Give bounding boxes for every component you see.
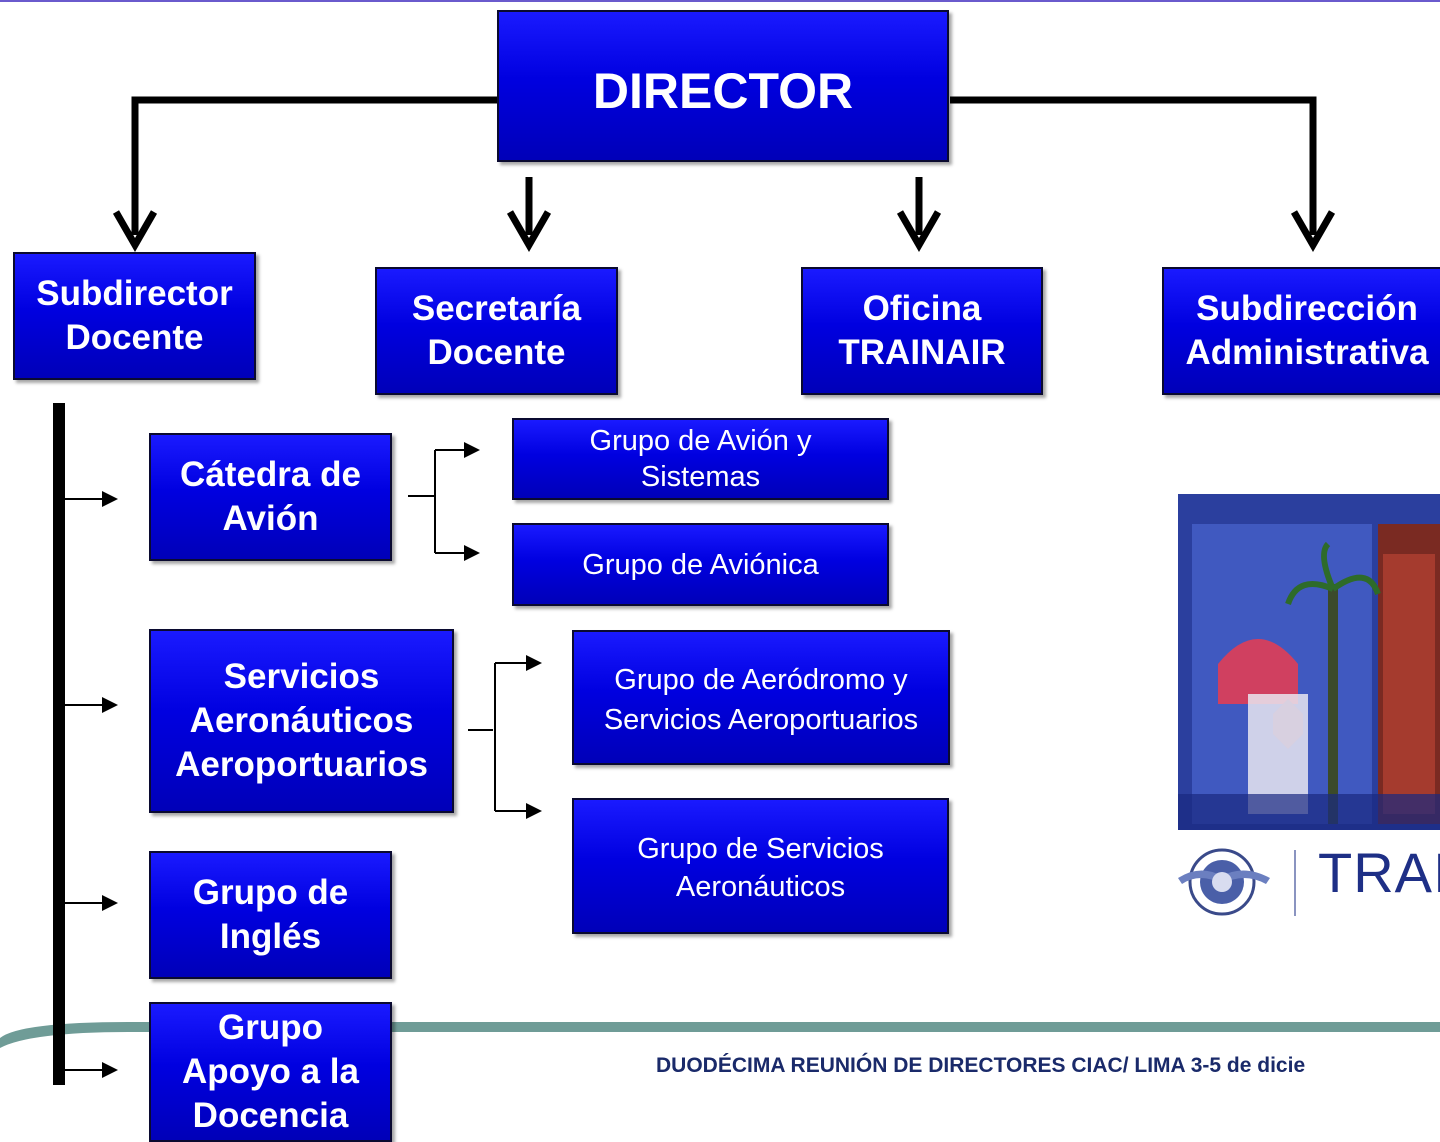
subdireccion-administrativa-box: Subdirección Administrativa (1162, 267, 1440, 395)
bracket-servicios (468, 655, 542, 819)
oficina-trainair-label: Oficina TRAINAIR (838, 289, 1006, 372)
top-border-line (0, 0, 1440, 2)
grupo-avionica-label: Grupo de Aviónica (582, 548, 819, 581)
catedra-avion-label: Cátedra de Avión (180, 455, 361, 538)
secretaria-docente-box: Secretaría Docente (375, 267, 618, 395)
director-box: DIRECTOR (497, 10, 949, 162)
servicios-aeronauticos-box: Servicios Aeronáuticos Aeroportuarios (149, 629, 454, 813)
trainair-logo-text: TRAI (1318, 841, 1440, 904)
spine-arrows (65, 491, 118, 1078)
grupo-servicios-aeronauticos-label: Grupo de Servicios Aeronáuticos (637, 833, 884, 903)
grupo-aerodromo-label: Grupo de Aeródromo y Servicios Aeroportu… (603, 664, 919, 736)
grupo-ingles-label: Grupo de Inglés (192, 873, 349, 956)
icao-emblem-icon (1178, 848, 1270, 916)
grupo-aerodromo-box: Grupo de Aeródromo y Servicios Aeroportu… (572, 630, 950, 765)
grupo-avion-sistemas-label: Grupo de Avión y Sistemas (589, 425, 812, 493)
catedra-avion-box: Cátedra de Avión (149, 433, 392, 561)
brand-divider (1294, 850, 1296, 916)
arrow-heads (112, 210, 1336, 253)
subdirector-docente-label: Subdirector Docente (36, 274, 233, 357)
right-branch-line (950, 96, 1317, 235)
grupo-apoyo-docencia-label: Grupo Apoyo a la Docencia (182, 1008, 359, 1135)
servicios-aeronauticos-label: Servicios Aeronáuticos Aeroportuarios (175, 657, 428, 784)
building-photo (1178, 494, 1440, 830)
grupo-ingles-box: Grupo de Inglés (149, 851, 392, 979)
subdirector-docente-box: Subdirector Docente (13, 252, 256, 380)
grupo-servicios-aeronauticos-box: Grupo de Servicios Aeronáuticos (572, 798, 949, 934)
subdireccion-administrativa-label: Subdirección Administrativa (1185, 289, 1429, 372)
oficina-trainair-box: Oficina TRAINAIR (801, 267, 1043, 395)
footer-caption: DUODÉCIMA REUNIÓN DE DIRECTORES CIAC/ LI… (656, 1054, 1306, 1077)
director-label: DIRECTOR (592, 63, 854, 119)
grupo-apoyo-docencia-box: Grupo Apoyo a la Docencia (149, 1002, 392, 1142)
secretaria-docente-label: Secretaría Docente (411, 289, 582, 372)
grupo-avionica-box: Grupo de Aviónica (512, 523, 889, 606)
grupo-avion-sistemas-box: Grupo de Avión y Sistemas (512, 418, 889, 500)
left-branch-line (131, 96, 497, 235)
bracket-catedra (408, 442, 480, 561)
